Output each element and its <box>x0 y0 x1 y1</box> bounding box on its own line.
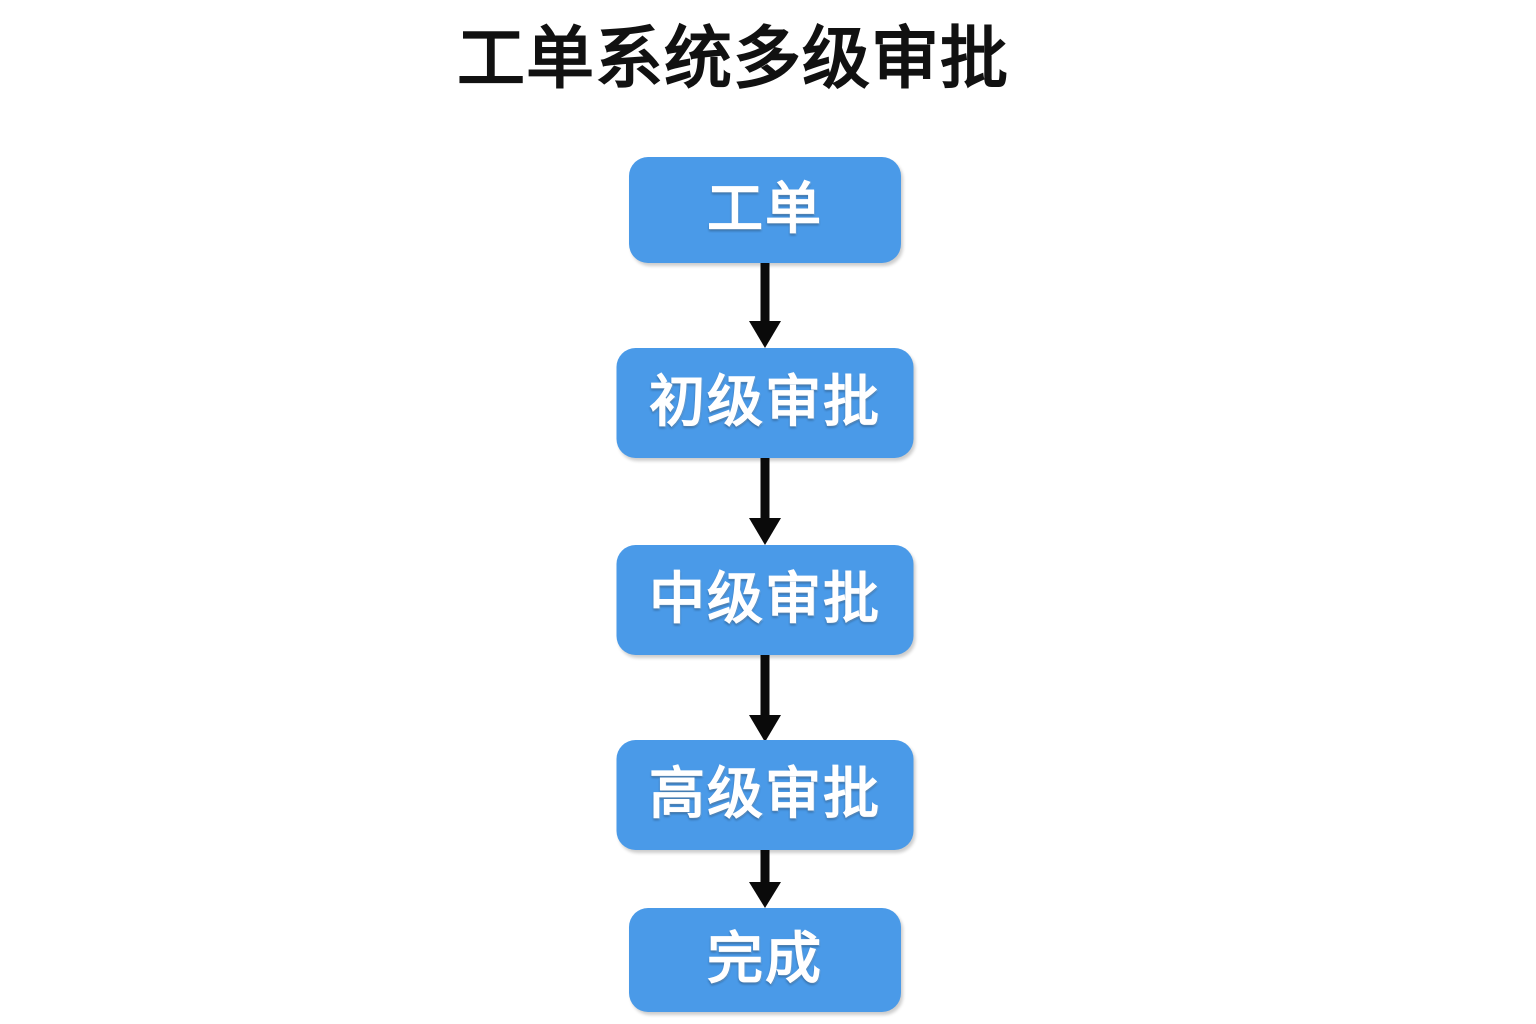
flow-node-primary-approval[interactable]: 初级审批 <box>616 348 914 458</box>
page-title: 工单系统多级审批 <box>456 20 1009 99</box>
flow-arrow-3 <box>743 655 787 742</box>
flow-arrow-4 <box>743 850 787 908</box>
flow-node-label: 完成 <box>707 927 823 992</box>
flow-arrow-2 <box>743 458 787 545</box>
flow-node-mid-approval[interactable]: 中级审批 <box>616 545 914 655</box>
flow-node-label: 中级审批 <box>649 567 881 632</box>
flow-node-label: 工单 <box>707 177 823 242</box>
flow-node-work-order[interactable]: 工单 <box>629 157 901 263</box>
flow-arrow-1 <box>743 263 787 348</box>
flow-node-senior-approval[interactable]: 高级审批 <box>616 740 914 850</box>
flow-node-label: 初级审批 <box>649 370 881 435</box>
flow-node-label: 高级审批 <box>649 762 881 827</box>
flow-node-complete[interactable]: 完成 <box>629 908 901 1012</box>
